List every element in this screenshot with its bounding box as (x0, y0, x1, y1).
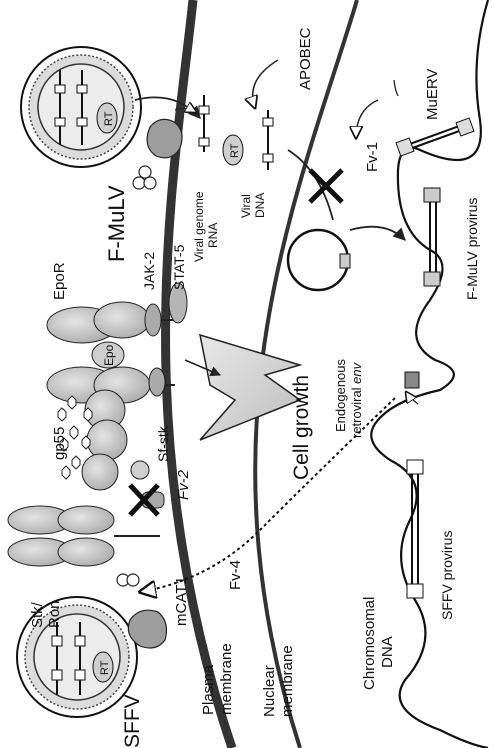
label-apobec: APOBEC (297, 27, 314, 90)
label-nuclear-line1: Nuclear (261, 665, 278, 717)
epo-label: Epo (102, 344, 116, 366)
apobec-inhibition-arrow (253, 60, 278, 108)
label-env-italic: env (349, 361, 364, 383)
rt-label-genome: RT (229, 143, 241, 158)
rt-label-f-mulv: RT (103, 111, 115, 126)
label-plasma-line2: membrane (218, 643, 235, 715)
entry-arrow (135, 97, 200, 118)
rt-label-sffv: RT (99, 660, 111, 675)
sffv-provirus (407, 460, 423, 598)
label-cell-growth: Cell growth (290, 375, 313, 480)
label-endogenous-line1: Endogenous (333, 358, 348, 432)
label-chromosomal-line2: DNA (379, 636, 396, 668)
label-sffv: SFFV (121, 694, 144, 748)
label-stk-ron-line2: Ron (46, 600, 63, 628)
label-fv4: Fv-4 (227, 560, 244, 590)
label-fv2: Fv-2 (175, 469, 192, 500)
label-viral-genome-rna-line2: RNA (206, 223, 220, 248)
cell-growth-big-arrow (200, 335, 300, 440)
label-sffv-provirus: SFFV provirus (439, 531, 455, 620)
label-jak2: JAK-2 (141, 252, 157, 290)
label-viral-dna: Viral DNA (239, 191, 267, 218)
endogenous-env-gene (405, 372, 419, 388)
label-viral-genome-rna: Viral genome RNA (192, 188, 220, 262)
label-chromosomal-dna: Chromosomal DNA (361, 592, 396, 690)
viral-dna (263, 110, 273, 170)
stk-ron-receptor (8, 506, 160, 566)
label-viral-genome-rna-line1: Viral genome (192, 191, 206, 262)
label-fv1: Fv-1 (364, 142, 381, 172)
fv1-arrow (356, 100, 378, 138)
label-viral-dna-line2: DNA (253, 193, 267, 218)
label-retroviral-text: retroviral (349, 384, 364, 438)
label-stat5: STAT-5 (171, 244, 187, 290)
provirus-open-arrow (394, 80, 398, 96)
circular-viral-dna (288, 230, 350, 290)
f-mulv-virion (21, 47, 141, 167)
label-stk-ron: Stk/ Ron (29, 598, 63, 628)
label-mcat1: mCAT1 (173, 576, 190, 626)
label-plasma-line1: Plasma (200, 664, 217, 715)
muerv-provirus (396, 118, 474, 156)
label-f-mulv: F-MuLV (104, 185, 129, 262)
label-endogenous-line2: retroviral env (349, 361, 364, 438)
label-viral-dna-line1: Viral (239, 194, 253, 218)
label-epor: EpoR (51, 262, 68, 300)
label-stk-ron-line1: Stk/ (29, 601, 46, 628)
label-nuclear-membrane: Nuclear membrane (261, 645, 296, 717)
f-mulv-provirus (424, 188, 440, 286)
label-nuclear-line2: membrane (279, 645, 296, 717)
label-f-mulv-provirus: F-MuLV provirus (464, 198, 480, 300)
label-endogenous-env: Endogenous retroviral env (333, 355, 364, 438)
label-muerv: MuERV (424, 69, 441, 120)
label-chromosomal-line1: Chromosomal (361, 597, 378, 690)
circle-to-provirus-arrow (350, 227, 405, 240)
label-gp55: gp55 (51, 427, 68, 460)
label-sf-stk: Sf-stk (155, 425, 171, 462)
